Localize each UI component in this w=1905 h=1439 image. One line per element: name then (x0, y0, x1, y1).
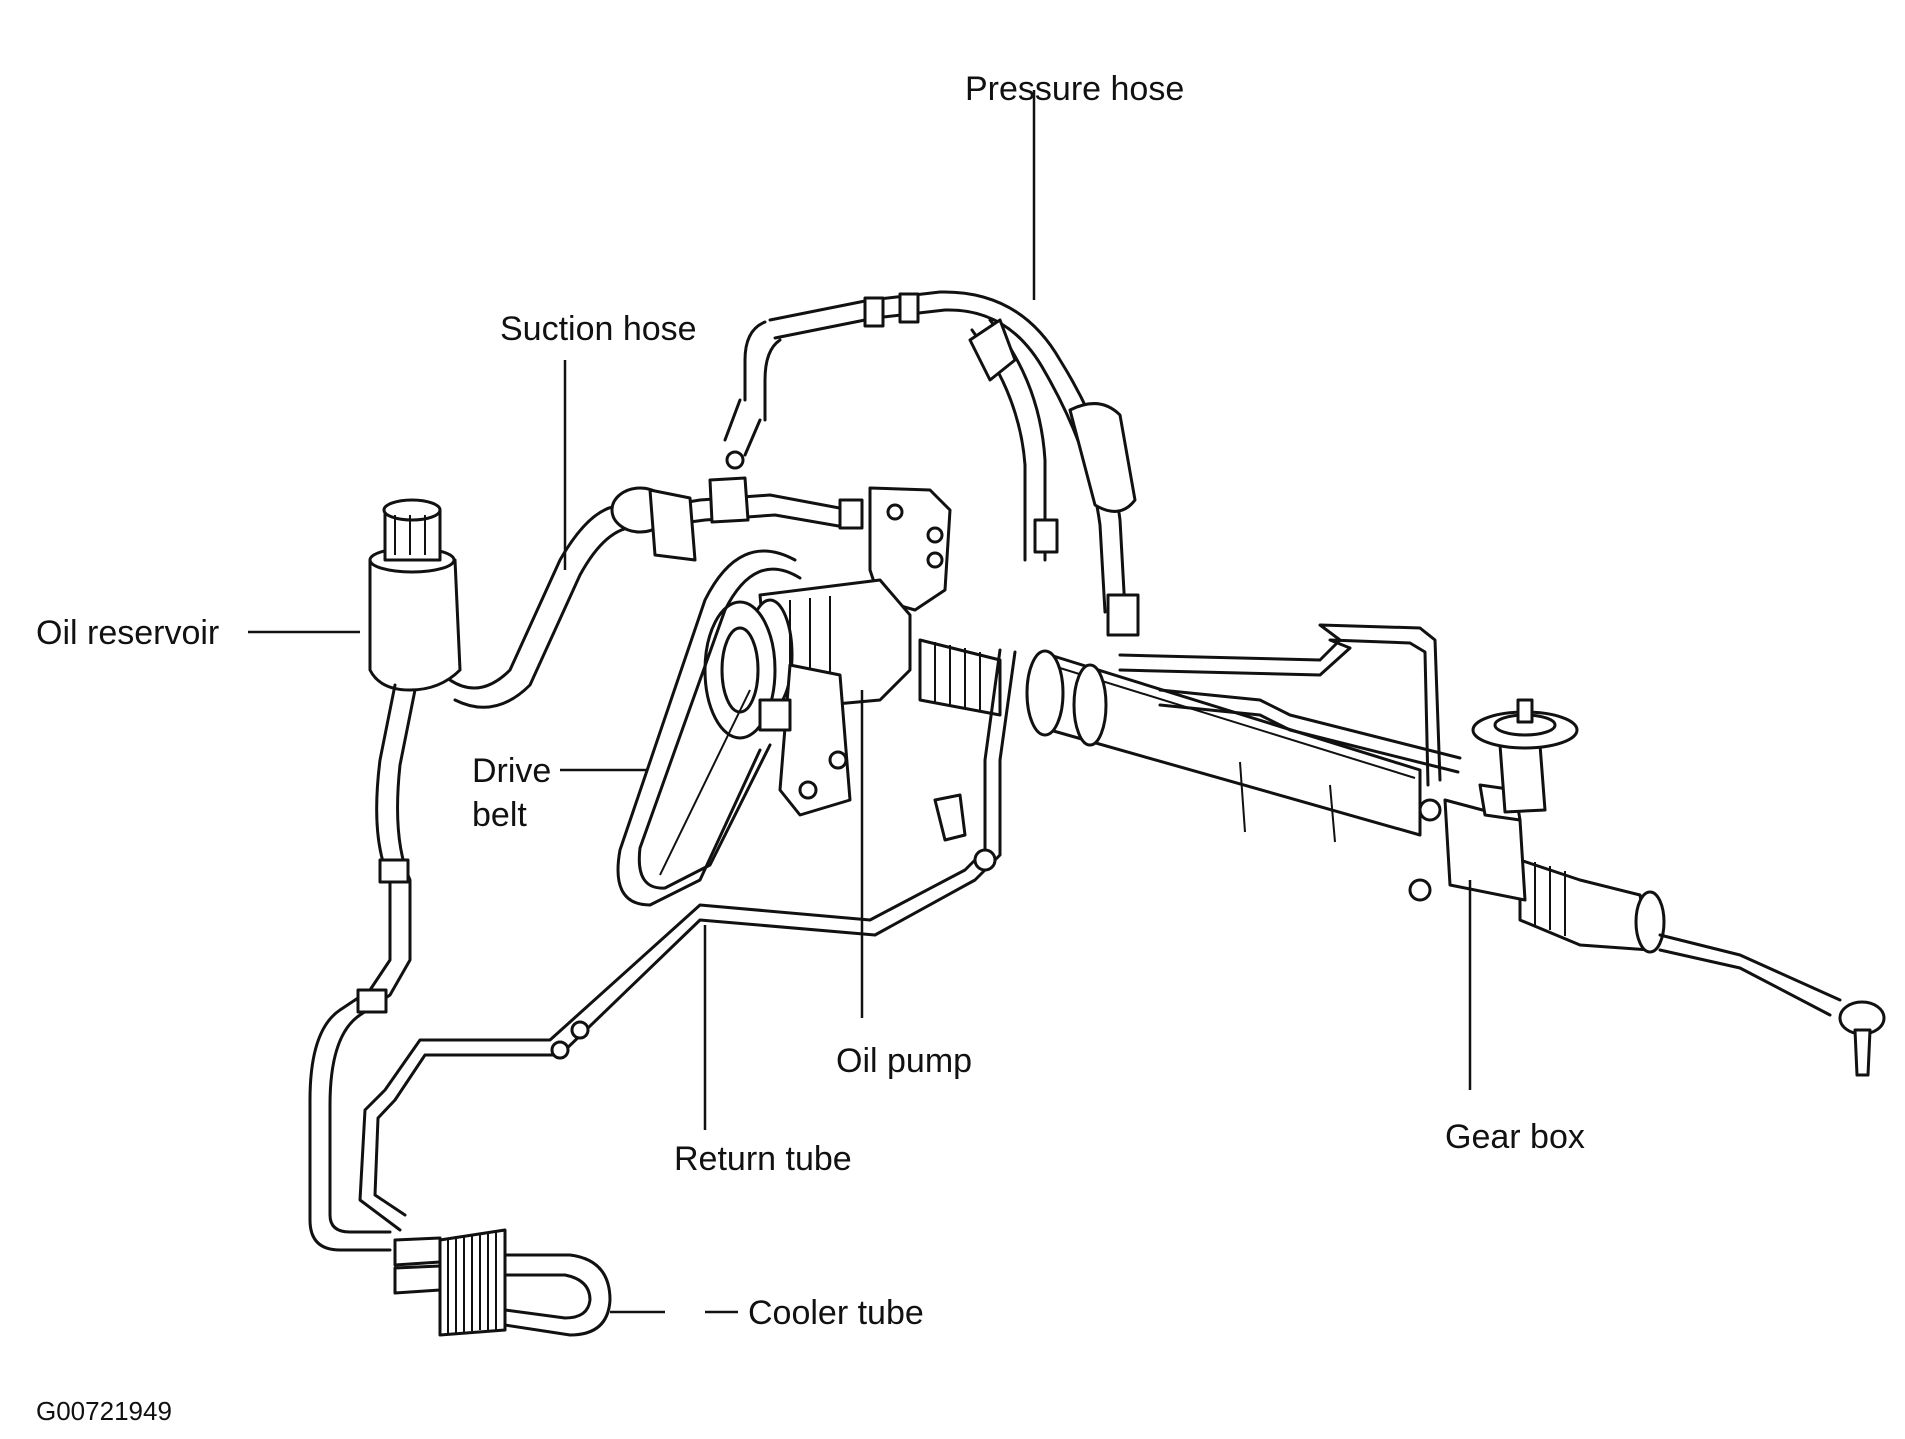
cooler-tube (393, 1228, 738, 1337)
label-suction-hose: Suction hose (500, 310, 697, 348)
label-return-tube: Return tube (674, 1140, 852, 1178)
oil-reservoir (248, 498, 462, 1252)
label-oil-pump: Oil pump (836, 1042, 972, 1080)
oil-pump-assembly (703, 486, 952, 1018)
pressure-hose (723, 90, 1140, 637)
label-oil-reservoir: Oil reservoir (36, 614, 219, 652)
gear-box-assembly (918, 623, 1886, 1090)
drive-belt (560, 549, 802, 907)
figure-id: G00721949 (36, 1396, 172, 1426)
label-drive-belt-line1: Drive (472, 752, 551, 790)
label-gear-box: Gear box (1445, 1118, 1585, 1156)
suction-hose (448, 360, 864, 709)
label-drive-belt-line2: belt (472, 796, 527, 834)
return-tube (358, 648, 1017, 1232)
label-pressure-hose: Pressure hose (965, 70, 1184, 108)
label-cooler-tube: Cooler tube (748, 1294, 924, 1332)
